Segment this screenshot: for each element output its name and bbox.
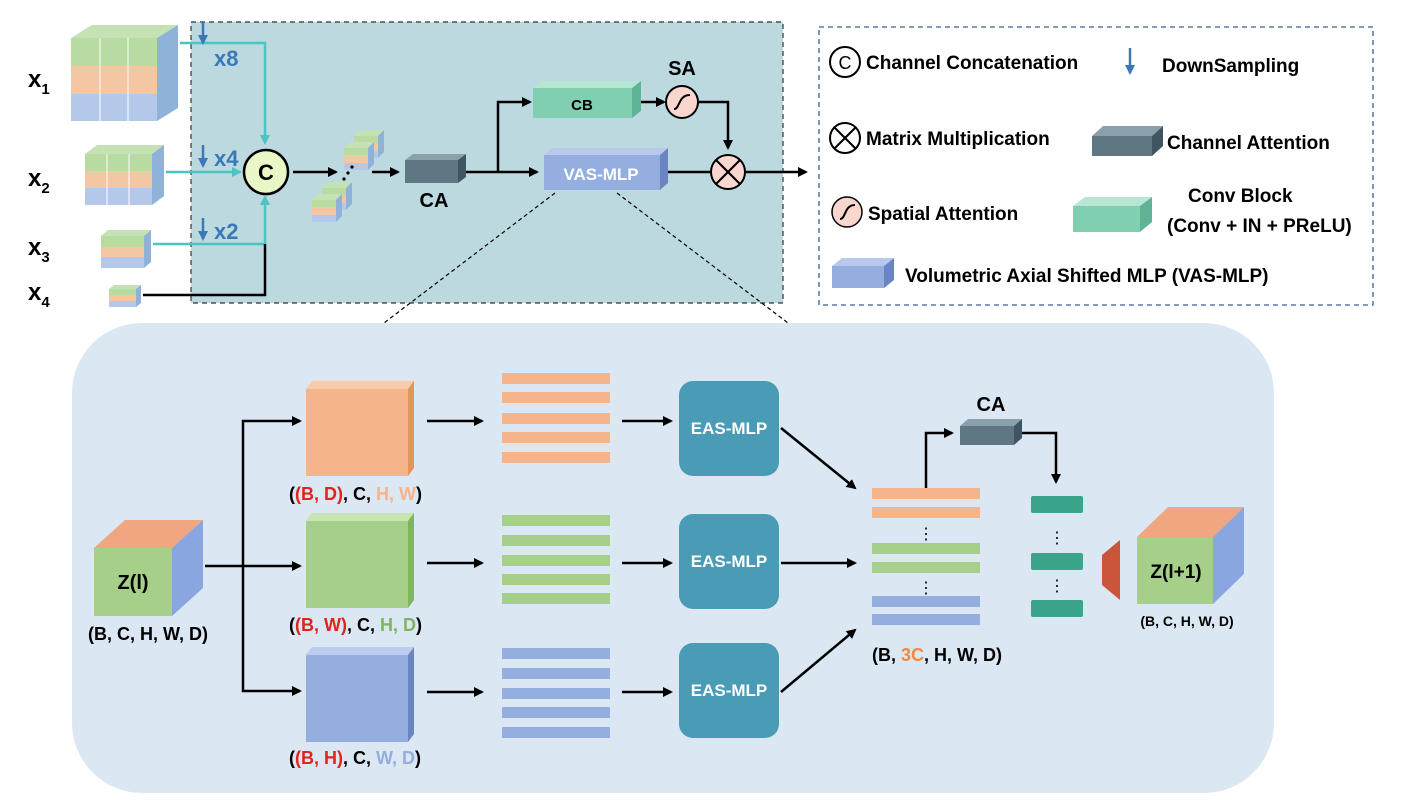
eas-mlp-block-1: [679, 381, 779, 476]
zl-label: Z(l): [117, 572, 148, 594]
zoom-line-right: [616, 192, 793, 327]
concat-node: [242, 148, 290, 196]
mlp-to-merge-arrows: [780, 427, 857, 693]
eas-mlp-label-1: EAS-MLP: [691, 419, 768, 438]
cube-x4: [109, 285, 141, 307]
label-x2-down: x2: [214, 219, 238, 244]
branch-2-dims: ((B, W), C, H, D): [289, 615, 422, 635]
legend-channel-attention-text: Channel Attention: [1167, 133, 1330, 154]
merged-stripes: [872, 488, 980, 625]
legend-vas-icon: [832, 258, 894, 288]
stripes-2: [502, 515, 610, 604]
zl-cube: [94, 520, 203, 616]
cube-x1: [71, 25, 178, 121]
eas-mlp-label-3: EAS-MLP: [691, 681, 768, 700]
merge-to-ca-arrow: [924, 428, 954, 488]
vas-mlp-detail-panel: [72, 323, 1274, 793]
to-cb-arrow: [496, 97, 532, 172]
weights-dots-1: ⋮: [1049, 530, 1065, 547]
branch-1-volume: [306, 381, 414, 476]
legend-conv-block-icon: [1073, 197, 1152, 232]
legend-conv-block-text-2: (Conv + IN + PReLU): [1167, 216, 1352, 237]
sa-to-mul-arrow: [698, 100, 733, 150]
legend-concat-icon: [829, 46, 861, 78]
zl1-dims: (B, C, H, W, D): [1140, 613, 1233, 629]
merged-dims: (B, 3C, H, W, D): [872, 645, 1002, 665]
legend-conv-block-text-1: Conv Block: [1188, 186, 1293, 207]
branch-3-dims: ((B, H), C, W, D): [289, 748, 421, 768]
legend-downsampling-text: DownSampling: [1162, 56, 1299, 77]
branch-3-volume: [306, 647, 414, 742]
vas-mlp-block: [544, 148, 668, 190]
legend-spatial-attention-text: Spatial Attention: [868, 204, 1018, 225]
vas-mlp-label: VAS-MLP: [563, 165, 638, 184]
branch-2-volume: [306, 513, 414, 608]
label-x4: x4: [28, 279, 50, 311]
eas-mlp-block-3: [679, 643, 779, 738]
x1-connector: [180, 41, 270, 145]
merged-dots-1: ⋮: [918, 526, 934, 543]
split-arrows: [205, 416, 302, 696]
eas-mlp-label-2: EAS-MLP: [691, 552, 768, 571]
legend-concat-text: Channel Concatenation: [866, 53, 1078, 74]
ca-to-weights-arrow: [1022, 431, 1061, 484]
concat-label: C: [258, 160, 274, 185]
cb-block: [533, 81, 641, 118]
ca-label-bottom: CA: [977, 394, 1006, 416]
label-x4-down: x4: [214, 146, 239, 171]
legend-concat-symbol: C: [839, 53, 852, 73]
fusion-panel: [190, 21, 784, 304]
zoom-line-left: [379, 192, 556, 327]
projection-layer: [1102, 540, 1120, 600]
stripes-3: [502, 648, 610, 738]
x4-connector: [143, 244, 267, 297]
sa-node: [665, 85, 699, 119]
branch-1-dims: ((B, D), C, H, W): [289, 484, 422, 504]
ca-label-top: CA: [420, 190, 449, 212]
label-x3: x3: [28, 234, 50, 266]
cube-x3: [101, 230, 151, 268]
legend-channel-attention-icon: [1092, 126, 1163, 156]
legend-matmul-icon: [829, 122, 861, 154]
volume-to-stripes-arrows: [427, 416, 484, 697]
ca-block-bottom: [960, 419, 1022, 445]
ca-block-top: [405, 154, 466, 183]
weights-dots-2: ⋮: [1049, 578, 1065, 595]
eas-mlp-block-2: [679, 514, 779, 609]
cube-x2: [85, 145, 164, 205]
zl1-cube: [1137, 507, 1244, 604]
legend-vas-text: Volumetric Axial Shifted MLP (VAS-MLP): [905, 266, 1269, 287]
stripes-1: [502, 373, 610, 463]
label-x2: x2: [28, 165, 50, 197]
legend-matmul-text: Matrix Multiplication: [866, 129, 1050, 150]
stacked-feature-cubes: [312, 130, 384, 222]
merged-dots-2: ⋮: [918, 580, 934, 597]
label-x1: x1: [28, 66, 50, 98]
channel-weights: [1031, 496, 1083, 617]
sa-label: SA: [668, 58, 696, 80]
legend-spatial-attention-icon: [831, 196, 863, 228]
zl1-label: Z(l+1): [1150, 562, 1201, 583]
matmul-node: [710, 154, 746, 190]
legend-box: [818, 26, 1374, 306]
zl-dims: (B, C, H, W, D): [88, 624, 208, 644]
stripes-to-mlp-arrows: [622, 416, 673, 697]
cb-label: CB: [571, 97, 593, 114]
label-x8: x8: [214, 46, 238, 71]
sa-sigmoid-icon: [673, 94, 691, 110]
